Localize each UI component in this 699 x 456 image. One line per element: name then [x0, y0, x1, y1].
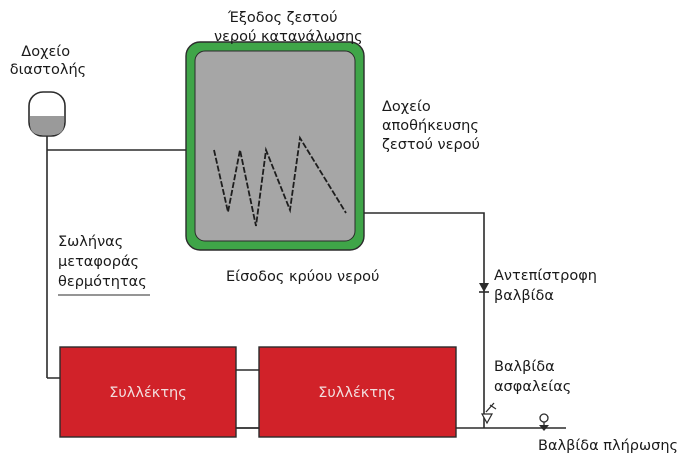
storage-tank — [185, 41, 365, 251]
fill-valve-label: Βαλβίδα πλήρωσης — [538, 438, 678, 454]
coil-return-pipe — [346, 212, 485, 402]
check-valve-icon — [479, 283, 489, 293]
hot-water-outlet-label: Έξοδος ζεστού νερού κατανάλωσης — [214, 10, 363, 45]
safety-valve-icon — [480, 402, 497, 425]
check-valve-label: Αντεπίστροφη βαλβίδα — [494, 268, 602, 304]
fill-valve-icon — [539, 413, 549, 431]
heat-exchanger-coil — [213, 135, 347, 227]
expansion-tank — [28, 91, 66, 137]
collector-2-label: Συλλέκτης — [318, 385, 396, 401]
safety-valve-label: Βαλβίδα ασφαλείας — [494, 359, 571, 395]
expansion-tank-label: Δοχείο διαστολής — [10, 44, 86, 78]
transfer-pipe-label: Σωλήνας μεταφοράς θερμότητας — [58, 234, 147, 290]
pipe-network — [46, 136, 566, 429]
collector-1-label: Συλλέκτης — [109, 385, 187, 401]
collector-2: Συλλέκτης — [258, 346, 457, 438]
cold-water-inlet-label: Είσοδος κρύου νερού — [226, 269, 379, 285]
storage-tank-label: Δοχείο αποθήκευσης ζεστού νερού — [382, 99, 484, 153]
collector-1: Συλλέκτης — [59, 346, 237, 438]
